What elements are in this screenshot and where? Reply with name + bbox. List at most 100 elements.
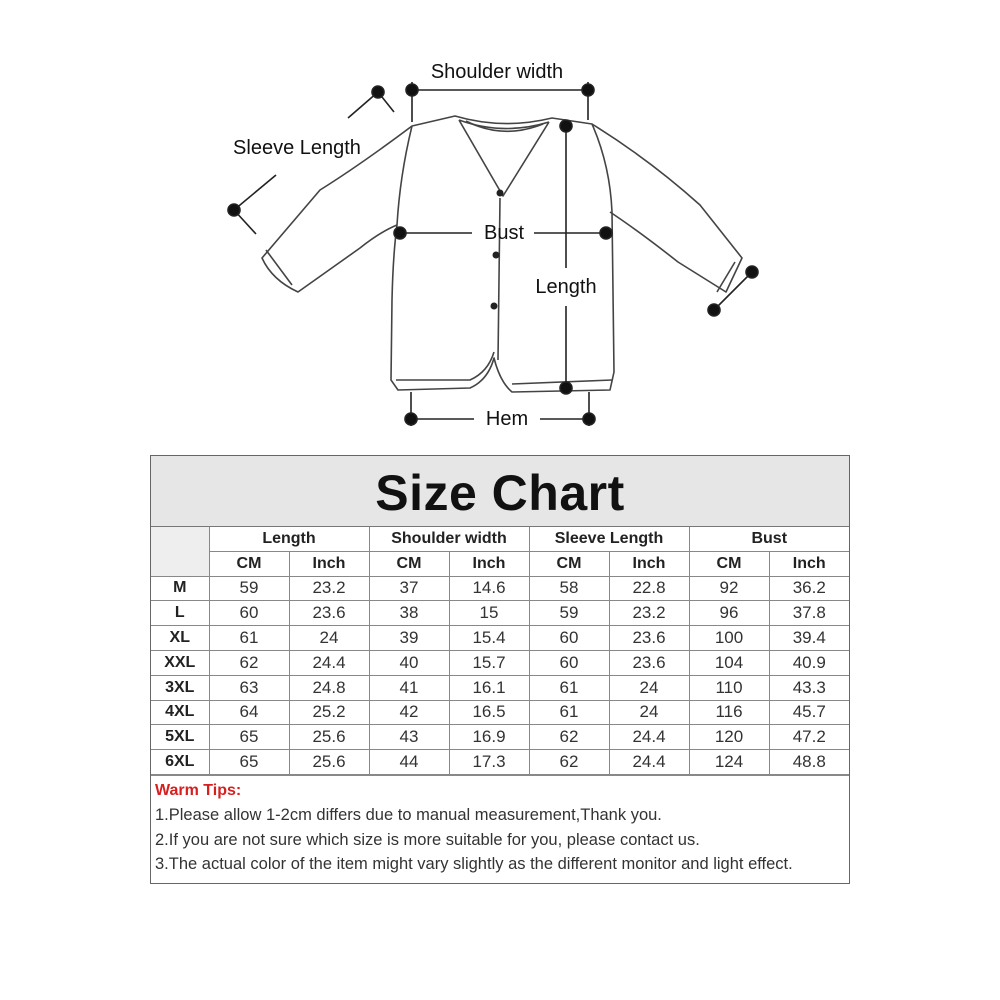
measurement-cell: 59 bbox=[528, 600, 610, 627]
measurement-cell: 24.8 bbox=[288, 674, 370, 701]
hem-measure bbox=[404, 392, 596, 426]
measurement-cell: 23.2 bbox=[608, 600, 690, 627]
measurement-cell: 16.1 bbox=[448, 674, 530, 701]
measurement-cell: 62 bbox=[528, 749, 610, 775]
measurement-cell: 110 bbox=[688, 674, 770, 701]
measurement-cell: 37.8 bbox=[768, 600, 849, 627]
unit-header: CM bbox=[209, 550, 290, 577]
measurement-cell: 62 bbox=[208, 649, 290, 676]
measurement-cell: 58 bbox=[528, 575, 610, 602]
measurement-cell: 124 bbox=[688, 749, 770, 775]
unit-header-row: CM Inch CM Inch CM Inch CM Inch bbox=[151, 550, 849, 577]
measurement-cell: 120 bbox=[688, 724, 770, 751]
measurement-cell: 37 bbox=[368, 575, 450, 602]
measurement-cell: 60 bbox=[208, 600, 290, 627]
shoulder-width-label: Shoulder width bbox=[431, 61, 563, 83]
group-header: Bust bbox=[688, 527, 849, 552]
size-table: Length Shoulder width Sleeve Length Bust… bbox=[151, 527, 849, 775]
corner-cell bbox=[151, 527, 210, 577]
size-chart-title: Size Chart bbox=[151, 456, 849, 527]
measurement-cell: 41 bbox=[368, 674, 450, 701]
measurement-cell: 48.8 bbox=[768, 749, 849, 775]
measurement-cell: 61 bbox=[528, 699, 610, 726]
group-header: Shoulder width bbox=[368, 527, 530, 552]
measurement-cell: 40 bbox=[368, 649, 450, 676]
warm-tips-title: Warm Tips: bbox=[155, 781, 242, 799]
measurement-cell: 61 bbox=[208, 625, 290, 651]
unit-header: Inch bbox=[448, 550, 530, 577]
unit-header: Inch bbox=[608, 550, 690, 577]
measurement-cell: 15.7 bbox=[448, 649, 530, 676]
measurement-cell: 24 bbox=[608, 699, 690, 726]
sleeve-length-measure bbox=[227, 85, 395, 235]
bust-measure bbox=[393, 226, 613, 240]
measurement-cell: 38 bbox=[368, 600, 450, 627]
size-label-cell: 6XL bbox=[151, 749, 210, 775]
measurement-cell: 59 bbox=[208, 575, 290, 602]
measurement-cell: 43 bbox=[368, 724, 450, 751]
size-label-cell: M bbox=[151, 575, 210, 602]
measurement-cell: 36.2 bbox=[768, 575, 849, 602]
measurement-cell: 60 bbox=[528, 625, 610, 651]
measurement-cell: 92 bbox=[688, 575, 770, 602]
warm-tip-line: 1.Please allow 1-2cm differs due to manu… bbox=[155, 806, 662, 825]
length-label: Length bbox=[535, 276, 596, 298]
size-label-cell: XL bbox=[151, 625, 210, 651]
measurement-cell: 65 bbox=[208, 749, 290, 775]
measurement-cell: 15.4 bbox=[448, 625, 530, 651]
measurement-cell: 24.4 bbox=[288, 649, 370, 676]
measurement-cell: 64 bbox=[208, 699, 290, 726]
measurement-cell: 104 bbox=[688, 649, 770, 676]
size-label-cell: L bbox=[151, 600, 210, 627]
warm-tip-line: 2.If you are not sure which size is more… bbox=[155, 830, 700, 849]
measurement-cell: 22.8 bbox=[608, 575, 690, 602]
measurement-cell: 24.4 bbox=[608, 749, 690, 775]
measurement-cell: 61 bbox=[528, 674, 610, 701]
measurement-cell: 39 bbox=[368, 625, 450, 651]
measurement-cell: 45.7 bbox=[768, 699, 849, 726]
measurement-cell: 25.2 bbox=[288, 699, 370, 726]
bust-label: Bust bbox=[484, 222, 524, 244]
measurement-cell: 96 bbox=[688, 600, 770, 627]
sleeve-length-label: Sleeve Length bbox=[233, 137, 361, 159]
measurement-cell: 17.3 bbox=[448, 749, 530, 775]
group-header: Sleeve Length bbox=[528, 527, 690, 552]
measurement-cell: 44 bbox=[368, 749, 450, 775]
measurement-cell: 15 bbox=[448, 600, 530, 627]
cuff-measure bbox=[707, 265, 759, 317]
buttons bbox=[490, 189, 504, 310]
measurement-cell: 23.6 bbox=[608, 649, 690, 676]
measurement-cell: 25.6 bbox=[288, 724, 370, 751]
measurement-cell: 43.3 bbox=[768, 674, 849, 701]
unit-header: Inch bbox=[288, 550, 370, 577]
group-header: Length bbox=[208, 527, 370, 552]
measurement-cell: 39.4 bbox=[768, 625, 849, 651]
warm-tips: Warm Tips: 1.Please allow 1-2cm differs … bbox=[151, 774, 849, 883]
size-label-cell: 4XL bbox=[151, 699, 210, 726]
measurement-cell: 65 bbox=[208, 724, 290, 751]
measurement-cell: 16.9 bbox=[448, 724, 530, 751]
measurement-cell: 25.6 bbox=[288, 749, 370, 775]
measurement-cell: 116 bbox=[688, 699, 770, 726]
size-label-cell: XXL bbox=[151, 649, 210, 676]
unit-header: CM bbox=[528, 550, 610, 577]
unit-header: CM bbox=[688, 550, 770, 577]
measurement-cell: 100 bbox=[688, 625, 770, 651]
measurement-cell: 14.6 bbox=[448, 575, 530, 602]
length-measure bbox=[559, 119, 573, 395]
size-chart: Size Chart Length Shoulder width Sleeve … bbox=[150, 455, 850, 884]
measurement-cell: 23.2 bbox=[288, 575, 370, 602]
measurement-cell: 42 bbox=[368, 699, 450, 726]
warm-tip-line: 3.The actual color of the item might var… bbox=[155, 855, 793, 874]
hem-label: Hem bbox=[486, 408, 528, 430]
measurement-cell: 60 bbox=[528, 649, 610, 676]
shoulder-width-measure bbox=[405, 82, 595, 122]
garment-measurement-diagram: Shoulder width Sleeve Length Bust Length bbox=[227, 61, 759, 430]
